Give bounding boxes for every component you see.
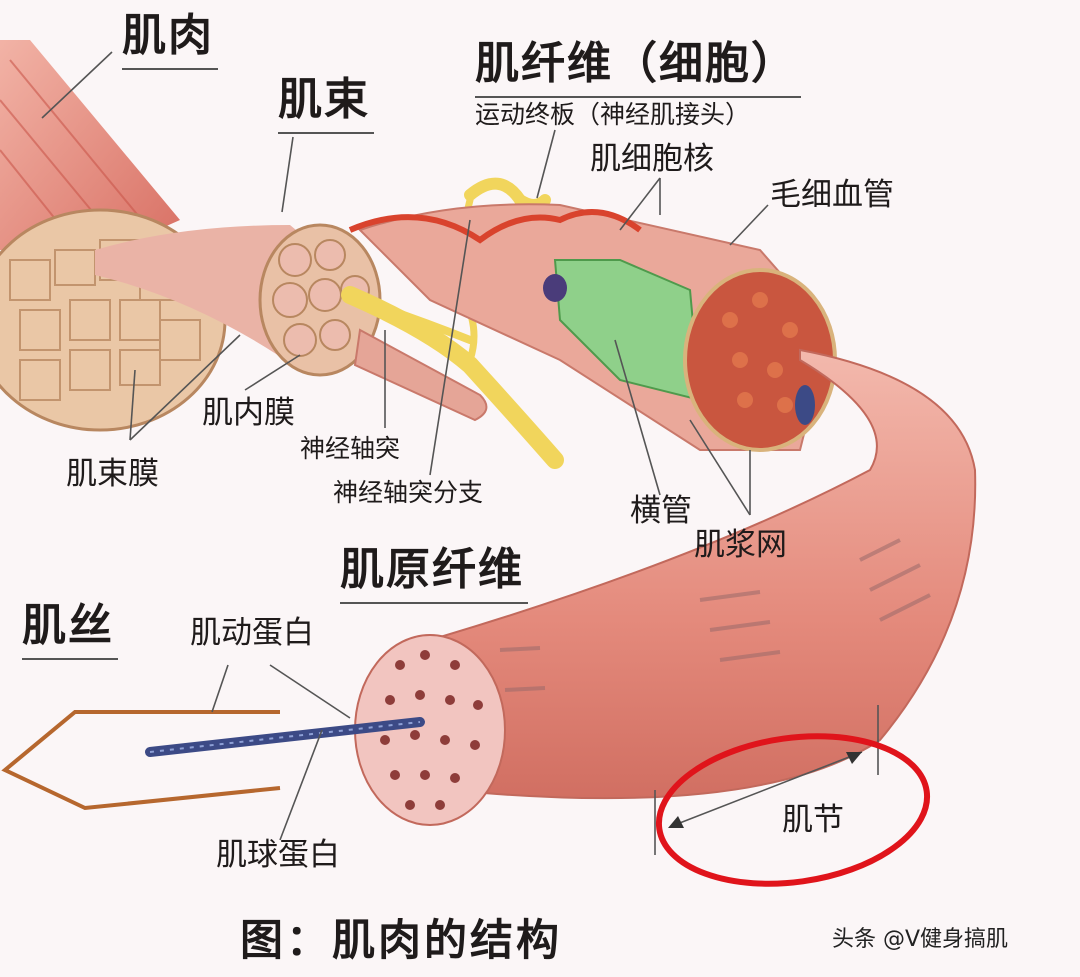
label-actin: 肌动蛋白 [190, 615, 314, 651]
label-capillary: 毛细血管 [770, 177, 894, 213]
label-axon: 神经轴突 [300, 434, 401, 463]
label-axon-branch: 神经轴突分支 [333, 478, 484, 507]
watermark: 头条 @V健身搞肌 [832, 927, 1009, 952]
label-t-tubule: 横管 [630, 493, 692, 529]
label-muscle-fiber: 肌纤维（细胞） [475, 38, 801, 98]
label-fascicle: 肌束 [278, 74, 374, 134]
figure-caption: 图：肌肉的结构 [240, 916, 562, 966]
sarcomere-highlight-circle [655, 733, 931, 887]
muscle-fiber [348, 203, 837, 452]
label-motor-end-plate: 运动终板（神经肌接头） [475, 100, 751, 129]
myofilament [1, 710, 425, 811]
fascicle [95, 223, 488, 422]
label-sarcomere: 肌节 [782, 802, 844, 838]
label-muscle: 肌肉 [122, 10, 218, 70]
label-perimysium: 肌束膜 [66, 456, 159, 492]
label-myosin: 肌球蛋白 [216, 837, 340, 873]
label-endomysium: 肌内膜 [202, 395, 295, 431]
label-myofibril: 肌原纤维 [340, 544, 528, 604]
label-muscle-nucleus: 肌细胞核 [590, 141, 714, 177]
myofibril [354, 348, 977, 826]
arrowhead-left [668, 816, 684, 828]
arrowhead-right [846, 752, 862, 764]
leader-lines [41, 51, 879, 855]
label-sarcoplasmic-reticulum: 肌浆网 [694, 527, 787, 563]
label-myofilament: 肌丝 [22, 600, 118, 660]
